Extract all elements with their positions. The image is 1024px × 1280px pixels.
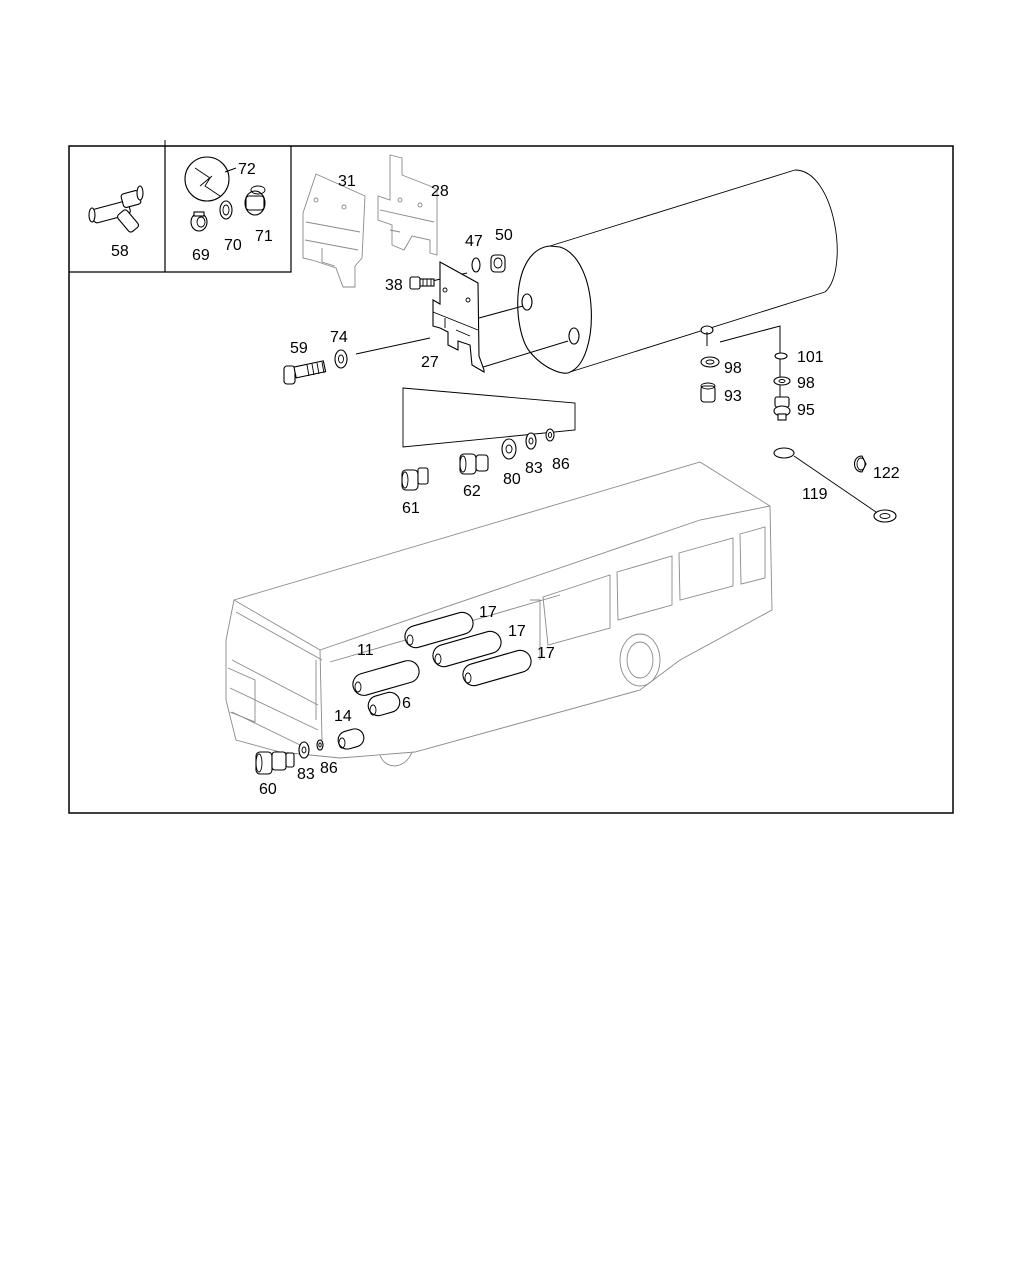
plug-71 — [244, 185, 266, 216]
seal-ring-86-top — [545, 428, 555, 442]
seal-ring-70 — [219, 200, 233, 220]
label-95: 95 — [797, 402, 815, 419]
bolt-59 — [283, 360, 327, 385]
label-17-top: 17 — [479, 604, 497, 621]
label-61: 61 — [402, 500, 420, 517]
seal-ring-83-bottom — [298, 741, 310, 759]
seal-ring-83-top — [525, 432, 537, 450]
fitting-62 — [459, 453, 489, 475]
air-tank-6 — [367, 691, 401, 717]
label-119: 119 — [802, 486, 828, 503]
seal-ring-98-left — [700, 356, 720, 368]
seal-ring-101 — [774, 352, 788, 360]
bracket-27 — [432, 261, 485, 373]
fitting-group-box — [402, 387, 576, 448]
label-74: 74 — [330, 329, 348, 346]
label-38: 38 — [385, 277, 403, 294]
air-tank-17-bottom — [462, 649, 532, 687]
pull-cable-119 — [773, 447, 897, 523]
label-6: 6 — [402, 695, 411, 712]
bracket-28 — [377, 154, 438, 256]
label-98-right: 98 — [797, 375, 815, 392]
label-86-top: 86 — [552, 456, 570, 473]
label-11: 11 — [357, 642, 374, 659]
label-17-bottom: 17 — [537, 645, 555, 662]
label-50: 50 — [495, 227, 513, 244]
tee-fitting-58 — [88, 185, 144, 233]
nut-50 — [490, 254, 506, 273]
label-122: 122 — [873, 465, 900, 482]
label-71: 71 — [255, 228, 273, 245]
label-31: 31 — [338, 173, 356, 190]
label-58: 58 — [111, 243, 129, 260]
label-62: 62 — [463, 483, 481, 500]
detail-circle-72 — [184, 156, 237, 202]
washer-47 — [471, 257, 481, 273]
air-tank-11 — [352, 660, 420, 696]
label-60: 60 — [259, 781, 277, 798]
air-reservoir-tank — [517, 169, 838, 374]
fitting-60 — [255, 751, 295, 775]
label-59: 59 — [290, 340, 308, 357]
bus-outline — [225, 461, 773, 767]
label-72: 72 — [238, 161, 256, 178]
diagram-border — [68, 145, 954, 814]
seal-ring-80 — [501, 438, 517, 460]
callout-labels: 58 72 69 70 71 31 28 47 50 38 27 59 74 9… — [111, 161, 900, 798]
fitting-61 — [401, 467, 429, 491]
label-27: 27 — [421, 354, 439, 371]
seal-ring-86-bottom — [316, 739, 324, 751]
drain-valve-95 — [773, 396, 791, 421]
drain-plug-93 — [700, 382, 716, 403]
label-86-bottom: 86 — [320, 760, 338, 777]
label-83-bottom: 83 — [297, 766, 315, 783]
bolt-38 — [409, 276, 435, 290]
label-14: 14 — [334, 708, 352, 725]
air-tank-17-middle — [432, 630, 502, 668]
label-69: 69 — [192, 247, 210, 264]
air-tank-14 — [337, 728, 365, 750]
label-47: 47 — [465, 233, 483, 250]
air-tank-17-top — [404, 611, 474, 649]
label-70: 70 — [224, 237, 242, 254]
label-98-left: 98 — [724, 360, 742, 377]
bushing-69 — [190, 211, 208, 232]
seal-ring-98-right — [773, 376, 791, 386]
inset-box-69-72 — [164, 140, 292, 273]
label-28: 28 — [431, 183, 449, 200]
bracket-31 — [302, 173, 366, 288]
washer-74 — [334, 349, 348, 369]
label-101: 101 — [797, 349, 824, 366]
label-80: 80 — [503, 471, 521, 488]
label-93: 93 — [724, 388, 742, 405]
clip-122 — [853, 455, 867, 473]
label-83-top: 83 — [525, 460, 543, 477]
label-17-middle: 17 — [508, 623, 526, 640]
